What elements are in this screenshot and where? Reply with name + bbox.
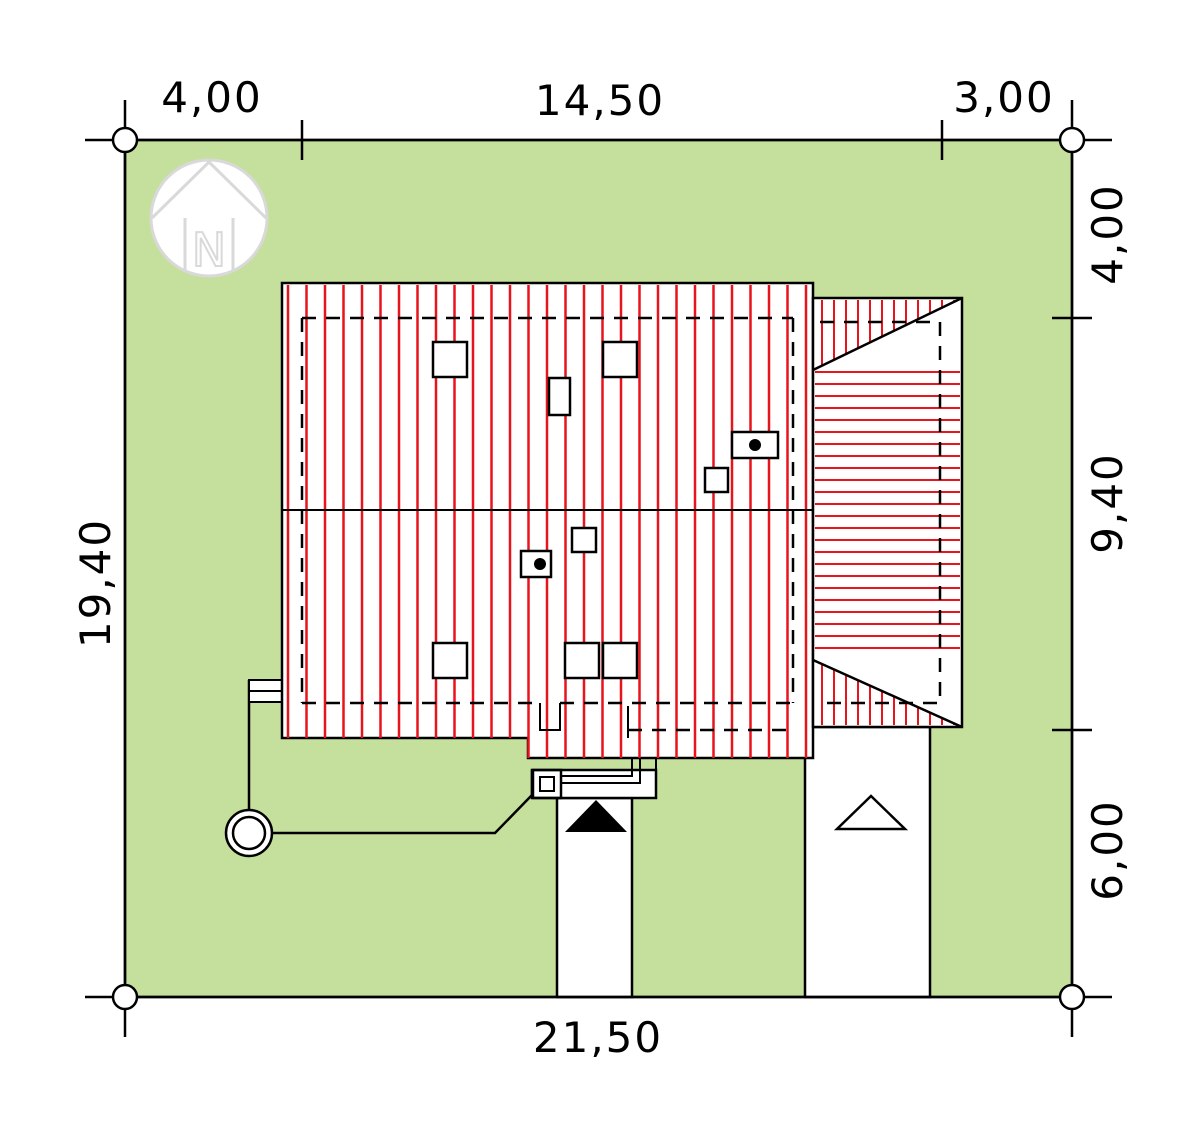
corner-marker: [1058, 126, 1086, 154]
garage-driveway: [803, 725, 932, 999]
chimneys: [519, 430, 780, 579]
dim-right-middle: 9,40: [1083, 452, 1132, 554]
garage-entrance-arrow-icon: [833, 794, 909, 831]
roof-window: [431, 641, 469, 680]
roof-window: [547, 376, 572, 417]
compass-letter: N: [192, 223, 226, 277]
roof-window: [570, 526, 598, 554]
roof-window: [563, 641, 601, 680]
roof-window: [601, 641, 639, 680]
roof-windows: [431, 340, 730, 680]
dim-top-left: 4,00: [161, 73, 263, 122]
dim-top-middle: 14,50: [535, 76, 665, 125]
corner-marker: [111, 126, 139, 154]
dim-left: 19,40: [71, 518, 120, 648]
garage-roof: [811, 296, 964, 729]
roof-window: [431, 340, 469, 379]
corner-marker: [1058, 983, 1086, 1011]
dim-bottom: 21,50: [533, 1013, 663, 1062]
dim-right-top: 4,00: [1083, 183, 1132, 285]
entrance-steps: [530, 757, 658, 800]
corner-marker: [111, 983, 139, 1011]
roof-window: [703, 466, 730, 494]
north-compass-icon: N: [149, 158, 269, 278]
dimension-lines: [85, 100, 1112, 1037]
main-roof: [280, 281, 815, 760]
dim-top-right: 3,00: [953, 73, 1055, 122]
dim-right-bottom: 6,00: [1083, 799, 1132, 901]
main-entrance-arrow-icon: [565, 800, 627, 832]
utility-well-icon: [224, 808, 274, 858]
roof-window: [601, 340, 639, 379]
